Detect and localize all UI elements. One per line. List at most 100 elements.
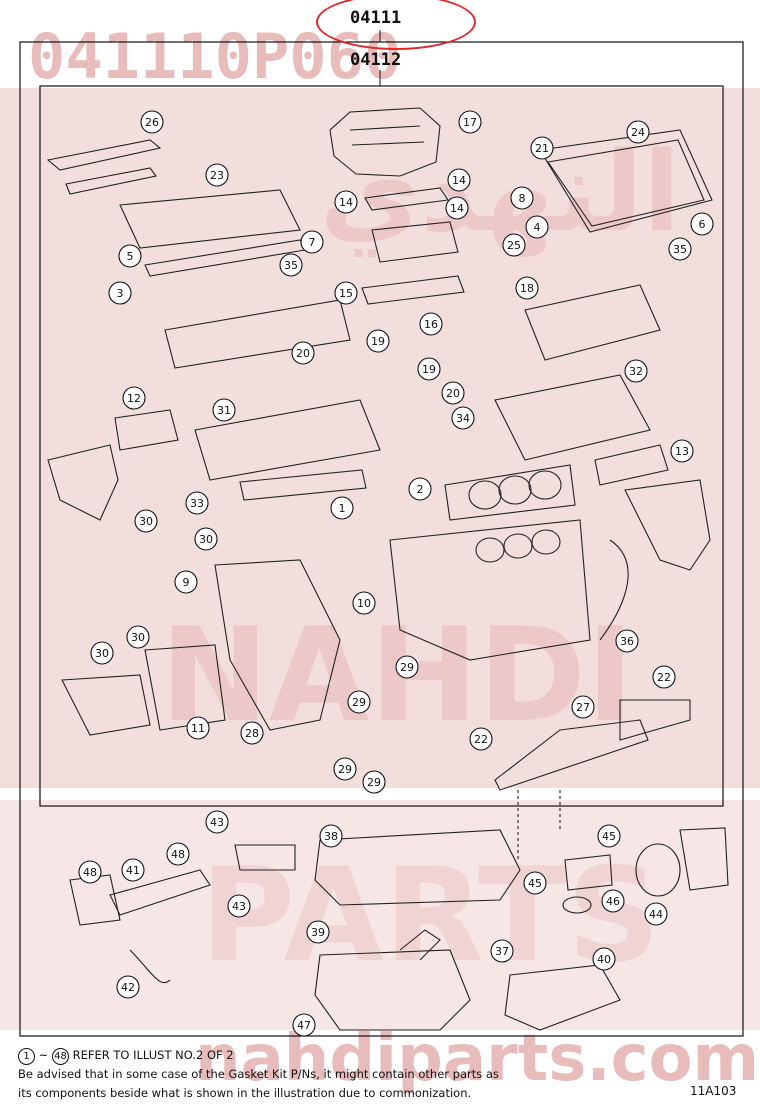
callout-27: 27 [571,695,595,719]
callout-30: 30 [126,625,150,649]
callout-number: 13 [675,445,689,458]
water-pump-gasket [144,644,226,731]
callout-number: 46 [606,895,620,908]
block-bore-2 [503,533,533,559]
callout-35: 35 [279,253,303,277]
callout-30: 30 [90,641,114,665]
callout-number: 28 [245,727,259,740]
callout-6: 6 [690,212,714,236]
water-outlet-right [619,699,691,741]
callout-number: 14 [450,202,464,215]
callout-number: 7 [309,236,316,249]
callout-number: 29 [352,696,366,709]
callout-number: 45 [528,877,542,890]
head-gasket-bore-2 [498,475,532,505]
head-gasket-left [239,469,367,501]
callout-19: 19 [366,329,390,353]
callout-number: 43 [210,816,224,829]
callout-number: 23 [210,169,224,182]
callout-29: 29 [362,770,386,794]
callout-1: 1 [330,496,354,520]
part-drawings [46,107,729,1031]
thermostat-housing [234,844,296,871]
callout-24: 24 [626,120,650,144]
callout-30: 30 [194,527,218,551]
callout-number: 25 [507,239,521,252]
callout-number: 31 [217,404,231,417]
callout-2: 2 [408,477,432,501]
callout-number: 33 [190,497,204,510]
callout-number: 17 [463,116,477,129]
range-end-circle: 48 [51,1048,69,1065]
callout-number: 36 [620,635,634,648]
callout-number: 40 [597,953,611,966]
callout-20: 20 [291,341,315,365]
callout-47: 47 [292,1013,316,1037]
callout-number: 14 [452,174,466,187]
range-note: REFER TO ILLUST NO.2 OF 2 [72,1048,234,1062]
callout-23: 23 [205,163,229,187]
fuel-rail-upper [46,139,162,171]
dashed-leaders [517,790,561,860]
callout-number: 15 [339,287,353,300]
callout-number: 9 [183,576,190,589]
water-bypass-pipe [494,719,649,791]
callout-number: 29 [400,661,414,674]
callout-number: 18 [520,282,534,295]
callout-14: 14 [334,190,358,214]
callout-number: 20 [296,347,310,360]
callout-number: 30 [139,515,153,528]
callout-29: 29 [333,757,357,781]
callout-9: 9 [174,570,198,594]
sub-part-code: 04112 [350,50,402,70]
water-pump [61,674,151,736]
exhaust-manifold-left [47,444,119,521]
oil-filter-bracket-gasket [562,896,592,914]
callout-number: 12 [127,392,141,405]
callout-37: 37 [490,939,514,963]
callout-number: 30 [95,647,109,660]
callout-14: 14 [445,196,469,220]
callout-number: 48 [171,848,185,861]
oil-filter-bracket [564,854,613,891]
callout-29: 29 [395,655,419,679]
range-note-line: 1 ~ 48 REFER TO ILLUST NO.2 OF 2 [18,1046,748,1065]
range-separator: ~ [38,1048,49,1062]
callout-number: 10 [357,597,371,610]
footer-notes: 1 ~ 48 REFER TO ILLUST NO.2 OF 2 Be advi… [18,1046,748,1103]
callout-number: 24 [631,126,645,139]
exhaust-gasket-right [594,444,669,486]
callout-number: 1 [339,502,346,515]
callout-number: 29 [367,776,381,789]
exhaust-front-pipe [504,964,621,1031]
outer-frame [19,41,744,1037]
callout-number: 22 [474,733,488,746]
callout-46: 46 [601,889,625,913]
callout-29: 29 [347,690,371,714]
intake-gasket-row-lower [361,275,465,305]
callout-12: 12 [122,386,146,410]
callout-4: 4 [525,215,549,239]
callout-39: 39 [306,920,330,944]
cam-housing-right [524,284,661,361]
callout-number: 44 [649,908,663,921]
callout-number: 19 [422,363,436,376]
callout-43: 43 [227,894,251,918]
timing-cover [214,559,341,731]
callout-number: 2 [417,483,424,496]
callout-16: 16 [419,312,443,336]
callout-number: 5 [127,250,134,263]
callout-10: 10 [352,591,376,615]
oil-pan-upper [314,829,521,906]
callout-31: 31 [212,398,236,422]
callout-30: 30 [134,509,158,533]
callout-5: 5 [118,244,142,268]
valve-cover-left [119,189,301,249]
callout-14: 14 [447,168,471,192]
callout-41: 41 [121,858,145,882]
callout-number: 14 [339,196,353,209]
intake-manifold-ports [371,221,459,263]
callout-43: 43 [205,810,229,834]
callout-15: 15 [334,281,358,305]
